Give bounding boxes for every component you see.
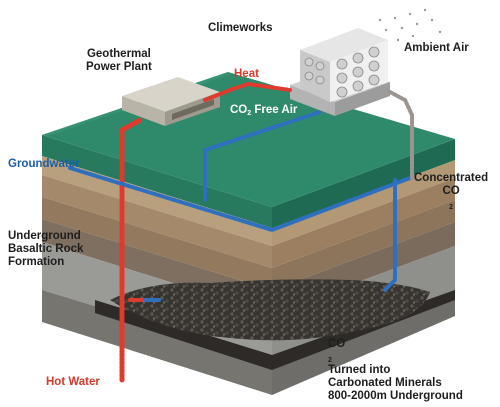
co2-free-air-sub: 2 [247, 110, 252, 117]
geothermal-line-2: Power Plant [86, 61, 152, 73]
geothermal-line-1: Geothermal [86, 48, 151, 60]
co2-free-air-prefix: CO [230, 104, 248, 116]
groundwater-pipe [68, 166, 412, 232]
basalt-line-1: Underground [8, 230, 81, 242]
climeworks-collectors [290, 8, 442, 116]
basalt-line-2: Basaltic Rock [8, 243, 84, 255]
co2-pipe [388, 90, 414, 180]
climeworks-label: Climeworks [208, 22, 273, 34]
basalt-line-3: Formation [8, 256, 65, 268]
hot-water-pipe [119, 117, 143, 383]
geothermal-label: Geothermal Power Plant [86, 48, 152, 74]
minerals-line-2: Carbonated Minerals [328, 377, 442, 389]
heat-label: Heat [234, 68, 259, 80]
hot-water-label: Hot Water [46, 376, 100, 388]
co2-free-air-suffix: Free Air [251, 104, 298, 116]
basalt-label: Underground Basaltic Rock Formation [8, 230, 83, 269]
concentrated-line-1: Concentrated [414, 172, 489, 184]
groundwater-label: Groundwater [8, 158, 80, 170]
ambient-air-label: Ambient Air [404, 42, 469, 54]
co2-free-air-label: CO2 Free Air [230, 104, 297, 117]
minerals-line-3: 800-2000m Underground [328, 390, 463, 402]
mineral-deposit [95, 279, 455, 370]
heat-pipe [203, 82, 292, 102]
